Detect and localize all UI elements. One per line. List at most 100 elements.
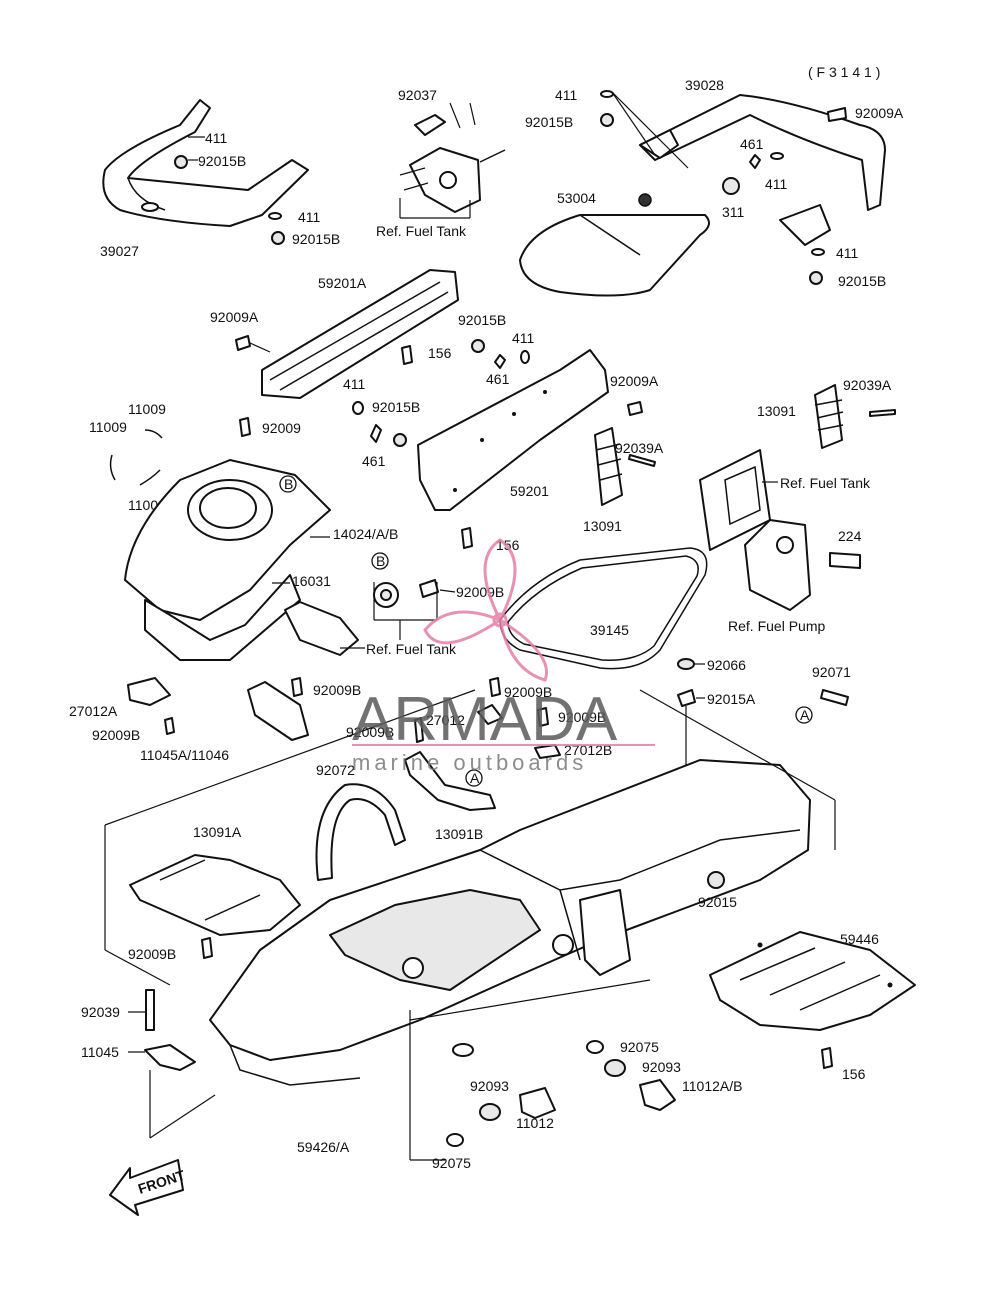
label-92009A-a: 92009A (855, 105, 904, 121)
watermark-logo: ARMADA marine outboards (352, 538, 655, 775)
label-92066: 92066 (707, 657, 746, 673)
label-39028: 39028 (685, 77, 724, 93)
seal-39145 (499, 547, 708, 670)
hull-59426 (209, 759, 811, 1086)
callout-b-bottom: B (376, 553, 385, 569)
label-27012A: 27012A (69, 703, 118, 719)
label-92009B-b: 92009B (313, 682, 361, 698)
label-411-a: 411 (205, 130, 228, 146)
label-ref-fuel-tank-1: Ref. Fuel Tank (376, 223, 467, 239)
label-59201: 59201 (510, 483, 549, 499)
nut-icon (174, 155, 188, 169)
label-411-b: 411 (298, 209, 321, 225)
label-92015A: 92015A (707, 691, 756, 707)
front-arrow-icon: FRONT (109, 1159, 187, 1216)
label-11012AB: 11012A/B (682, 1078, 742, 1094)
label-ref-fuel-tank-3: Ref. Fuel Tank (366, 641, 457, 657)
label-53004: 53004 (557, 190, 596, 206)
bracket-13091B (404, 751, 496, 811)
propeller-icon (423, 538, 548, 682)
clips-11009 (109, 429, 163, 486)
label-92009B-e: 92009B (558, 709, 606, 725)
label-156-c: 156 (842, 1066, 866, 1082)
bracket-13091-mid (594, 427, 623, 506)
fitting-11012 (519, 1087, 556, 1119)
label-13091B: 13091B (435, 826, 483, 842)
mat-53004 (519, 193, 710, 297)
label-59446: 59446 (840, 931, 879, 947)
callout-a-right: A (800, 707, 810, 723)
diagram-code: ( F 3 1 4 1 ) (808, 64, 880, 80)
label-92009A-c: 92009A (610, 373, 659, 389)
label-92037: 92037 (398, 87, 437, 103)
label-92009B-a: 92009B (456, 584, 504, 600)
watermark-tagline: marine outboards (352, 750, 587, 775)
label-59201A: 59201A (318, 275, 367, 291)
handle-39027 (102, 99, 309, 227)
label-14024: 14024/A/B (333, 526, 398, 542)
label-92093-b: 92093 (470, 1078, 509, 1094)
label-92009B-d: 92009B (92, 727, 140, 743)
callout-a-mid: A (470, 770, 480, 786)
label-461-b: 461 (486, 371, 510, 387)
label-461-a: 461 (740, 136, 764, 152)
label-92015B-d: 92015B (838, 273, 886, 289)
label-11012: 11012 (516, 1115, 554, 1131)
tank-cover-14024 (124, 459, 331, 661)
label-27012: 27012 (426, 712, 465, 728)
label-92015B-a: 92015B (198, 153, 246, 169)
plate-59446 (709, 931, 916, 1031)
label-92009B-f: 92009B (346, 724, 394, 740)
label-92015B-b: 92015B (292, 231, 340, 247)
label-13091-a: 13091 (757, 403, 796, 419)
label-92093-a: 92093 (642, 1059, 681, 1075)
label-461-c: 461 (362, 453, 386, 469)
label-ref-fuel-tank-2: Ref. Fuel Tank (780, 475, 871, 491)
label-156-a: 156 (428, 345, 452, 361)
label-411-e: 411 (836, 245, 859, 261)
tank-fitting (373, 579, 439, 608)
label-39027: 39027 (100, 243, 139, 259)
label-16031: 16031 (292, 573, 331, 589)
watermark-brand: ARMADA (352, 685, 618, 754)
label-ref-fuel-pump: Ref. Fuel Pump (728, 618, 825, 634)
bracket-13091-right (814, 384, 844, 449)
handle-39028 (639, 94, 886, 246)
label-13091A: 13091A (193, 824, 242, 840)
label-224: 224 (838, 528, 862, 544)
label-92009: 92009 (262, 420, 301, 436)
label-92071: 92071 (812, 664, 851, 680)
label-92015B-f: 92015B (372, 399, 420, 415)
label-411-g: 411 (343, 376, 366, 392)
cover-59201 (417, 349, 609, 511)
label-11045: 11045 (81, 1044, 119, 1060)
label-92072: 92072 (316, 762, 355, 778)
bracket-11045A (247, 681, 309, 741)
bracket-13091A (129, 854, 301, 936)
label-411-c: 411 (555, 87, 578, 103)
cover-59201A (261, 269, 459, 399)
label-11045A: 11045A/11046 (140, 747, 229, 763)
label-411-d: 411 (765, 176, 788, 192)
label-92039: 92039 (81, 1004, 120, 1020)
label-92075-a: 92075 (620, 1039, 659, 1055)
label-59426: 59426/A (297, 1139, 350, 1155)
label-411-f: 411 (512, 330, 535, 346)
label-92075-b: 92075 (432, 1155, 471, 1171)
label-92039A-a: 92039A (843, 377, 892, 393)
label-11009-a: 11009 (128, 401, 166, 417)
label-92009A-b: 92009A (210, 309, 259, 325)
fitting-11012AB (639, 1079, 676, 1111)
label-11009-b: 11009 (89, 419, 127, 435)
fuel-pump-bracket (699, 449, 811, 611)
label-92015B-e: 92015B (458, 312, 506, 328)
label-92015: 92015 (698, 894, 737, 910)
fuel-valve-92037 (399, 114, 506, 213)
label-311: 311 (722, 204, 745, 220)
label-92039A-b: 92039A (615, 440, 664, 456)
strap-92072 (315, 783, 406, 881)
label-92015B-c: 92015B (525, 114, 573, 130)
label-13091-b: 13091 (583, 518, 622, 534)
label-92009B-c: 92009B (504, 684, 552, 700)
